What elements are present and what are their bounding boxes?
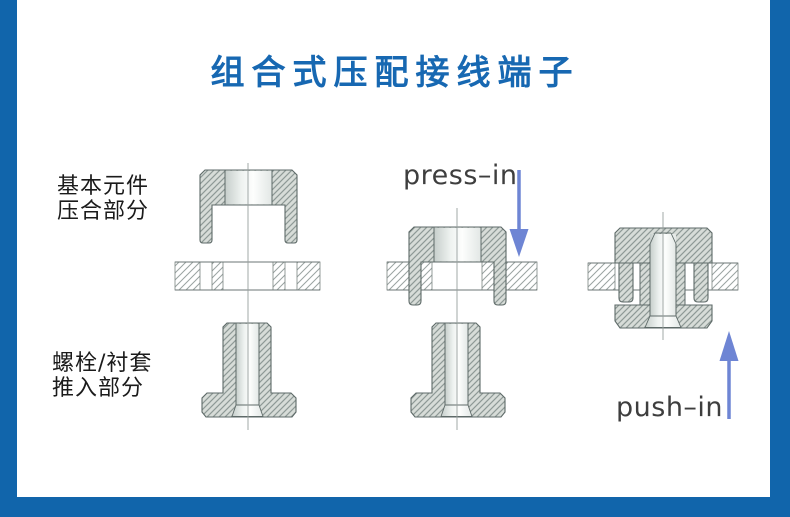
diagram-press-in-step (386, 170, 538, 430)
press-in-label: press–in (403, 160, 518, 191)
left-border-bar (0, 0, 17, 517)
bolt-bushing-cross-section (410, 322, 506, 418)
press-in-arrow-icon (509, 170, 529, 257)
assembled-unit-cross-section (614, 227, 713, 329)
page-title: 组合式压配接线端子 (210, 53, 580, 93)
press-element-cross-section (408, 226, 507, 306)
label-base-element: 基本元件 压合部分 (57, 174, 149, 224)
label-base-element-line2: 压合部分 (57, 199, 150, 224)
push-in-label: push–in (616, 392, 724, 423)
right-border-bar (770, 0, 790, 517)
mounting-plate-cross-section (386, 261, 538, 291)
label-bolt-bushing: 螺栓/衬套 推入部分 (52, 351, 152, 401)
push-in-arrow-icon (719, 331, 739, 419)
mounting-plate-cross-section (174, 261, 321, 291)
press-element-cross-section (199, 169, 298, 244)
diagram-push-in-step (587, 212, 739, 419)
bottom-border-bar (0, 497, 790, 517)
mounting-plate-cross-section (587, 262, 739, 291)
label-bolt-bushing-line2: 推入部分 (52, 376, 145, 401)
label-bolt-bushing-line1: 螺栓/衬套 (52, 351, 153, 376)
label-base-element-line1: 基本元件 (57, 174, 150, 199)
bolt-bushing-cross-section (201, 322, 297, 418)
diagram-separated-parts (174, 163, 321, 430)
